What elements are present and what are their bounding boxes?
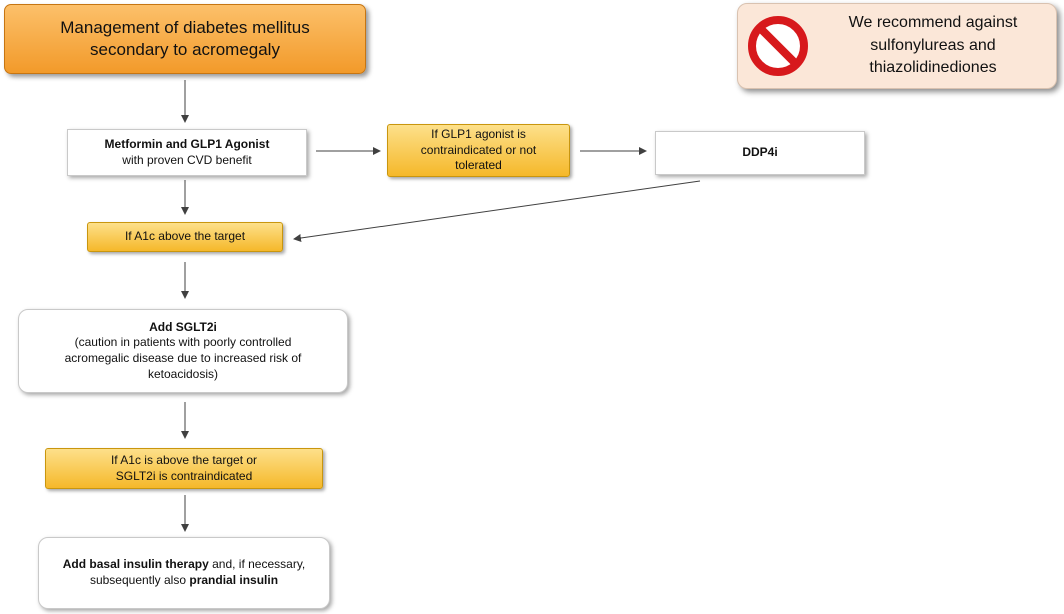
cond2-line-2: SGLT2i is contraindicated	[115, 468, 253, 483]
prohibited-icon	[748, 16, 808, 76]
sglt2i-label: Add SGLT2i	[149, 319, 217, 334]
insulin-line-1: Add basal insulin therapy and, if necess…	[63, 557, 306, 573]
prandial-insulin-label: prandial insulin	[189, 573, 279, 587]
metformin-glp1-label: Metformin and GLP1 Agonist	[104, 136, 270, 151]
sglt2i-caution-line-3: ketoacidosis)	[147, 366, 219, 381]
warning-line-3: thiazolidinediones	[869, 59, 997, 77]
insulin-line-2: subsequently also prandial insulin	[90, 573, 278, 589]
title-line-2: secondary to acromegaly	[90, 40, 280, 59]
warning-line-2: sulfonylureas and	[870, 36, 996, 54]
glp1-alt-line-3: tolerated	[455, 158, 502, 173]
cond2-line-1: If A1c is above the target or	[110, 452, 258, 467]
sglt2i-caution-line-2: acromegalic disease due to increased ris…	[64, 351, 302, 365]
warning-text: We recommend against sulfonylureas and t…	[810, 12, 1056, 79]
title-line-1: Management of diabetes mellitus	[60, 17, 310, 37]
subsequently-label: subsequently also	[89, 573, 190, 587]
basal-insulin-label: Add basal insulin therapy	[62, 557, 209, 572]
cvd-benefit-label: with proven CVD benefit	[122, 152, 252, 167]
ddp4i-label: DDP4i	[742, 145, 778, 160]
metformin-glp1-box: Metformin and GLP1 Agonist with proven C…	[67, 129, 307, 176]
glp1-alt-line-1: If GLP1 agonist is	[431, 127, 526, 142]
a1c-or-sglt2i-box: If A1c is above the target or SGLT2i is …	[45, 448, 323, 489]
glp1-contraindicated-box: If GLP1 agonist is contraindicated or no…	[387, 124, 570, 177]
a1c-above-target-label: If A1c above the target	[124, 229, 246, 244]
title-box: Management of diabetes mellitus secondar…	[4, 4, 366, 74]
glp1-alt-line-2: contraindicated or not	[420, 142, 537, 157]
sglt2i-box: Add SGLT2i (caution in patients with poo…	[18, 309, 348, 393]
warning-box: We recommend against sulfonylureas and t…	[737, 3, 1057, 89]
if-necessary-label: and, if necessary,	[208, 557, 306, 572]
warning-line-1: We recommend against	[848, 14, 1018, 32]
sglt2i-caution-line-1: (caution in patients with poorly control…	[74, 335, 292, 350]
arrow-ddp4i-to-cond1	[293, 180, 701, 242]
a1c-above-target-box: If A1c above the target	[87, 222, 283, 252]
insulin-box: Add basal insulin therapy and, if necess…	[38, 537, 330, 609]
ddp4i-box: DDP4i	[655, 131, 865, 175]
